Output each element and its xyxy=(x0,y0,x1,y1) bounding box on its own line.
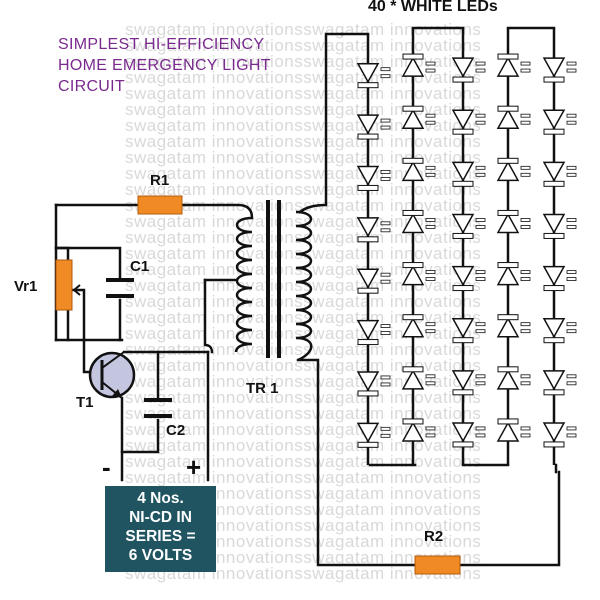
wire-secondary-top xyxy=(298,32,344,214)
c1-capacitor xyxy=(106,278,134,298)
led xyxy=(356,268,391,294)
led xyxy=(401,366,436,390)
led xyxy=(496,262,531,286)
led xyxy=(542,370,577,396)
led xyxy=(356,165,391,191)
wire-top-right xyxy=(180,203,254,220)
battery-line-3: SERIES = xyxy=(125,528,196,545)
led xyxy=(356,371,391,397)
title-line-3: CIRCUIT xyxy=(58,78,125,95)
t1-label: T1 xyxy=(76,394,94,411)
led xyxy=(451,265,486,292)
wire-c2-bottom xyxy=(120,418,160,454)
led xyxy=(542,422,577,448)
led xyxy=(451,213,486,239)
wire-secondary-bottom xyxy=(296,358,417,567)
led xyxy=(542,213,577,239)
led-array xyxy=(356,28,577,465)
led xyxy=(451,109,486,135)
led xyxy=(542,109,577,135)
battery-line-2: NI-CD IN xyxy=(129,509,192,526)
led xyxy=(356,319,391,346)
battery-pack: 4 Nos. NI-CD IN SERIES = 6 VOLTS xyxy=(105,486,216,572)
wire-c1-top xyxy=(54,246,122,280)
c1-label: C1 xyxy=(130,258,150,275)
led xyxy=(496,366,531,390)
led xyxy=(496,105,531,129)
led xyxy=(451,422,486,448)
led xyxy=(401,314,436,338)
led xyxy=(401,53,436,77)
led xyxy=(496,314,531,338)
led xyxy=(356,62,391,89)
led xyxy=(356,114,391,140)
led xyxy=(542,265,577,292)
battery-line-1: 4 Nos. xyxy=(137,490,184,507)
battery-minus-label: - xyxy=(102,452,111,482)
led xyxy=(451,370,486,396)
led xyxy=(451,317,486,344)
led xyxy=(496,418,531,442)
vr1-potentiometer xyxy=(55,259,84,311)
t1-transistor xyxy=(88,351,136,399)
led xyxy=(542,161,577,187)
r1-label: R1 xyxy=(150,172,170,189)
wires xyxy=(54,26,561,567)
wire-left-to-vr xyxy=(54,246,70,262)
tr1-transformer xyxy=(234,200,313,362)
tr1-label: TR 1 xyxy=(246,380,279,397)
title-line-2: HOME EMERGENCY LIGHT xyxy=(58,57,271,74)
r1-resistor xyxy=(137,195,183,215)
c2-capacitor xyxy=(144,398,172,418)
led-heading: 40 * WHITE LEDs xyxy=(368,0,498,15)
led xyxy=(496,53,531,77)
c2-label: C2 xyxy=(166,422,186,439)
r2-label: R2 xyxy=(424,528,444,545)
led xyxy=(356,217,391,243)
wire-primary-lower xyxy=(203,278,214,354)
led xyxy=(401,209,436,234)
led xyxy=(496,157,531,182)
led xyxy=(496,209,531,234)
r2-resistor xyxy=(414,555,461,575)
wire-r2-right xyxy=(458,470,561,567)
led xyxy=(401,157,436,182)
title-line-1: SIMPLEST HI-EFFICIENCY xyxy=(58,36,265,53)
battery-line-4: 6 VOLTS xyxy=(128,547,193,564)
led xyxy=(356,422,391,448)
vr1-label: Vr1 xyxy=(14,278,38,295)
led xyxy=(542,57,577,83)
battery-plus-label: + xyxy=(186,452,202,482)
led xyxy=(451,161,486,187)
led xyxy=(401,418,436,442)
led xyxy=(401,105,436,129)
led xyxy=(401,262,436,286)
led xyxy=(542,317,577,344)
led xyxy=(451,57,486,83)
